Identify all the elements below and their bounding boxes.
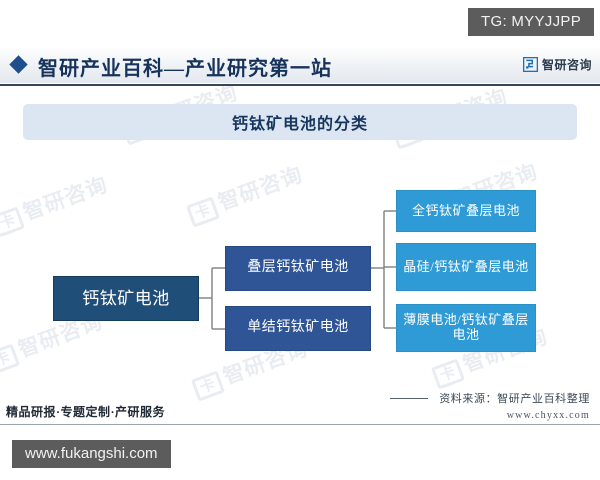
header-divider xyxy=(0,84,600,86)
page-title: 智研产业百科—产业研究第一站 xyxy=(38,58,332,80)
brand-name: 智研咨询 xyxy=(541,58,592,72)
node-level2-1: 单结钙钛矿电池 xyxy=(225,306,371,351)
node-level2-0: 叠层钙钛矿电池 xyxy=(225,246,371,291)
source-rule xyxy=(390,398,428,399)
diamond-icon xyxy=(9,55,28,74)
source-url: www.chyxx.com xyxy=(506,410,590,421)
zhiyan-logo-icon xyxy=(522,56,539,73)
node-level3-2: 薄膜电池/钙钛矿叠层电池 xyxy=(396,304,536,352)
footer-slogan: 精品研报·专题定制·产研服务 xyxy=(6,405,166,419)
brand: 智研咨询 xyxy=(522,56,592,73)
source-block: 资料来源：智研产业百科整理 www.chyxx.com xyxy=(439,390,590,421)
page-header: 智研产业百科—产业研究第一站 智研咨询 xyxy=(0,47,600,83)
node-level3-1: 晶硅/钙钛矿叠层电池 xyxy=(396,243,536,291)
source-text: 资料来源：智研产业百科整理 xyxy=(439,393,590,405)
footer-divider xyxy=(0,424,600,425)
telegram-badge: TG: MYYJJPP xyxy=(468,8,594,36)
site-badge: www.fukangshi.com xyxy=(12,440,171,468)
chart-title-bar: 钙钛矿电池的分类 xyxy=(23,104,577,140)
node-level3-0: 全钙钛矿叠层电池 xyxy=(396,190,536,232)
node-root: 钙钛矿电池 xyxy=(53,276,199,321)
chart-title: 钙钛矿电池的分类 xyxy=(231,116,368,133)
